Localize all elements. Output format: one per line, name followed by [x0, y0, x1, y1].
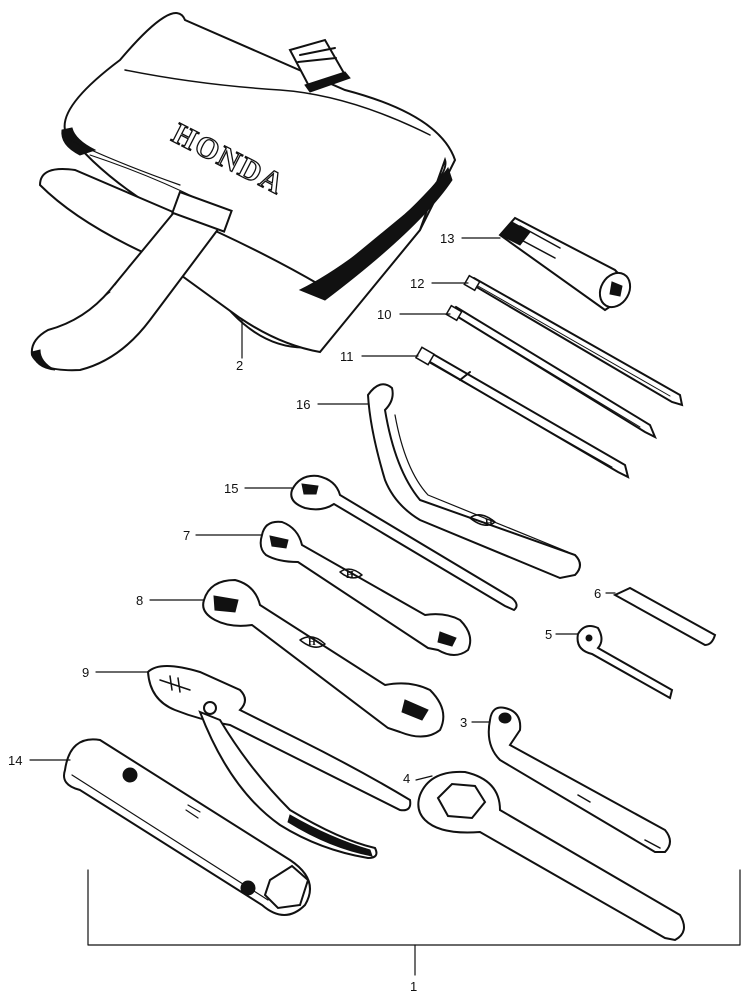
- tool-pouch: HONDA: [30, 12, 457, 372]
- tube-socket-wrench-14: [63, 738, 311, 916]
- callout-11: 11: [340, 349, 354, 364]
- callout-13: 13: [440, 231, 455, 246]
- box-wrench-3: [487, 706, 671, 853]
- ring-wrench-4: [417, 770, 685, 942]
- callout-3: 3: [460, 715, 468, 730]
- pin-wrench-5: [576, 625, 674, 700]
- open-wrench-15: [290, 474, 518, 612]
- double-wrench-7: [259, 520, 472, 656]
- callout-4: 4: [403, 771, 411, 786]
- callout-14: 14: [8, 753, 23, 768]
- wrench-logo-16: H: [485, 518, 493, 529]
- socket-wrench-13: [498, 216, 632, 312]
- callout-2: 2: [236, 358, 244, 373]
- callout-5: 5: [545, 627, 553, 642]
- callout-8: 8: [136, 593, 144, 608]
- screwdriver-11: [414, 346, 630, 479]
- callout-12: 12: [410, 276, 425, 291]
- callout-10: 10: [377, 307, 392, 322]
- callout-leaders: [29, 237, 741, 976]
- callout-15: 15: [224, 481, 239, 496]
- pliers-9: [146, 665, 412, 860]
- callout-1: 1: [410, 979, 418, 994]
- wrench-logo-8: H: [308, 637, 316, 648]
- double-wrench-8: [202, 578, 445, 738]
- callout-7: 7: [183, 528, 191, 543]
- callout-9: 9: [82, 665, 90, 680]
- hook-spanner-16: [366, 383, 581, 580]
- callout-16: 16: [296, 397, 311, 412]
- callout-6: 6: [594, 586, 602, 601]
- blade-6: [612, 586, 717, 647]
- screwdriver-10: [445, 304, 657, 440]
- screwdriver-12: [463, 274, 684, 407]
- wrench-logo-7: H: [346, 570, 354, 581]
